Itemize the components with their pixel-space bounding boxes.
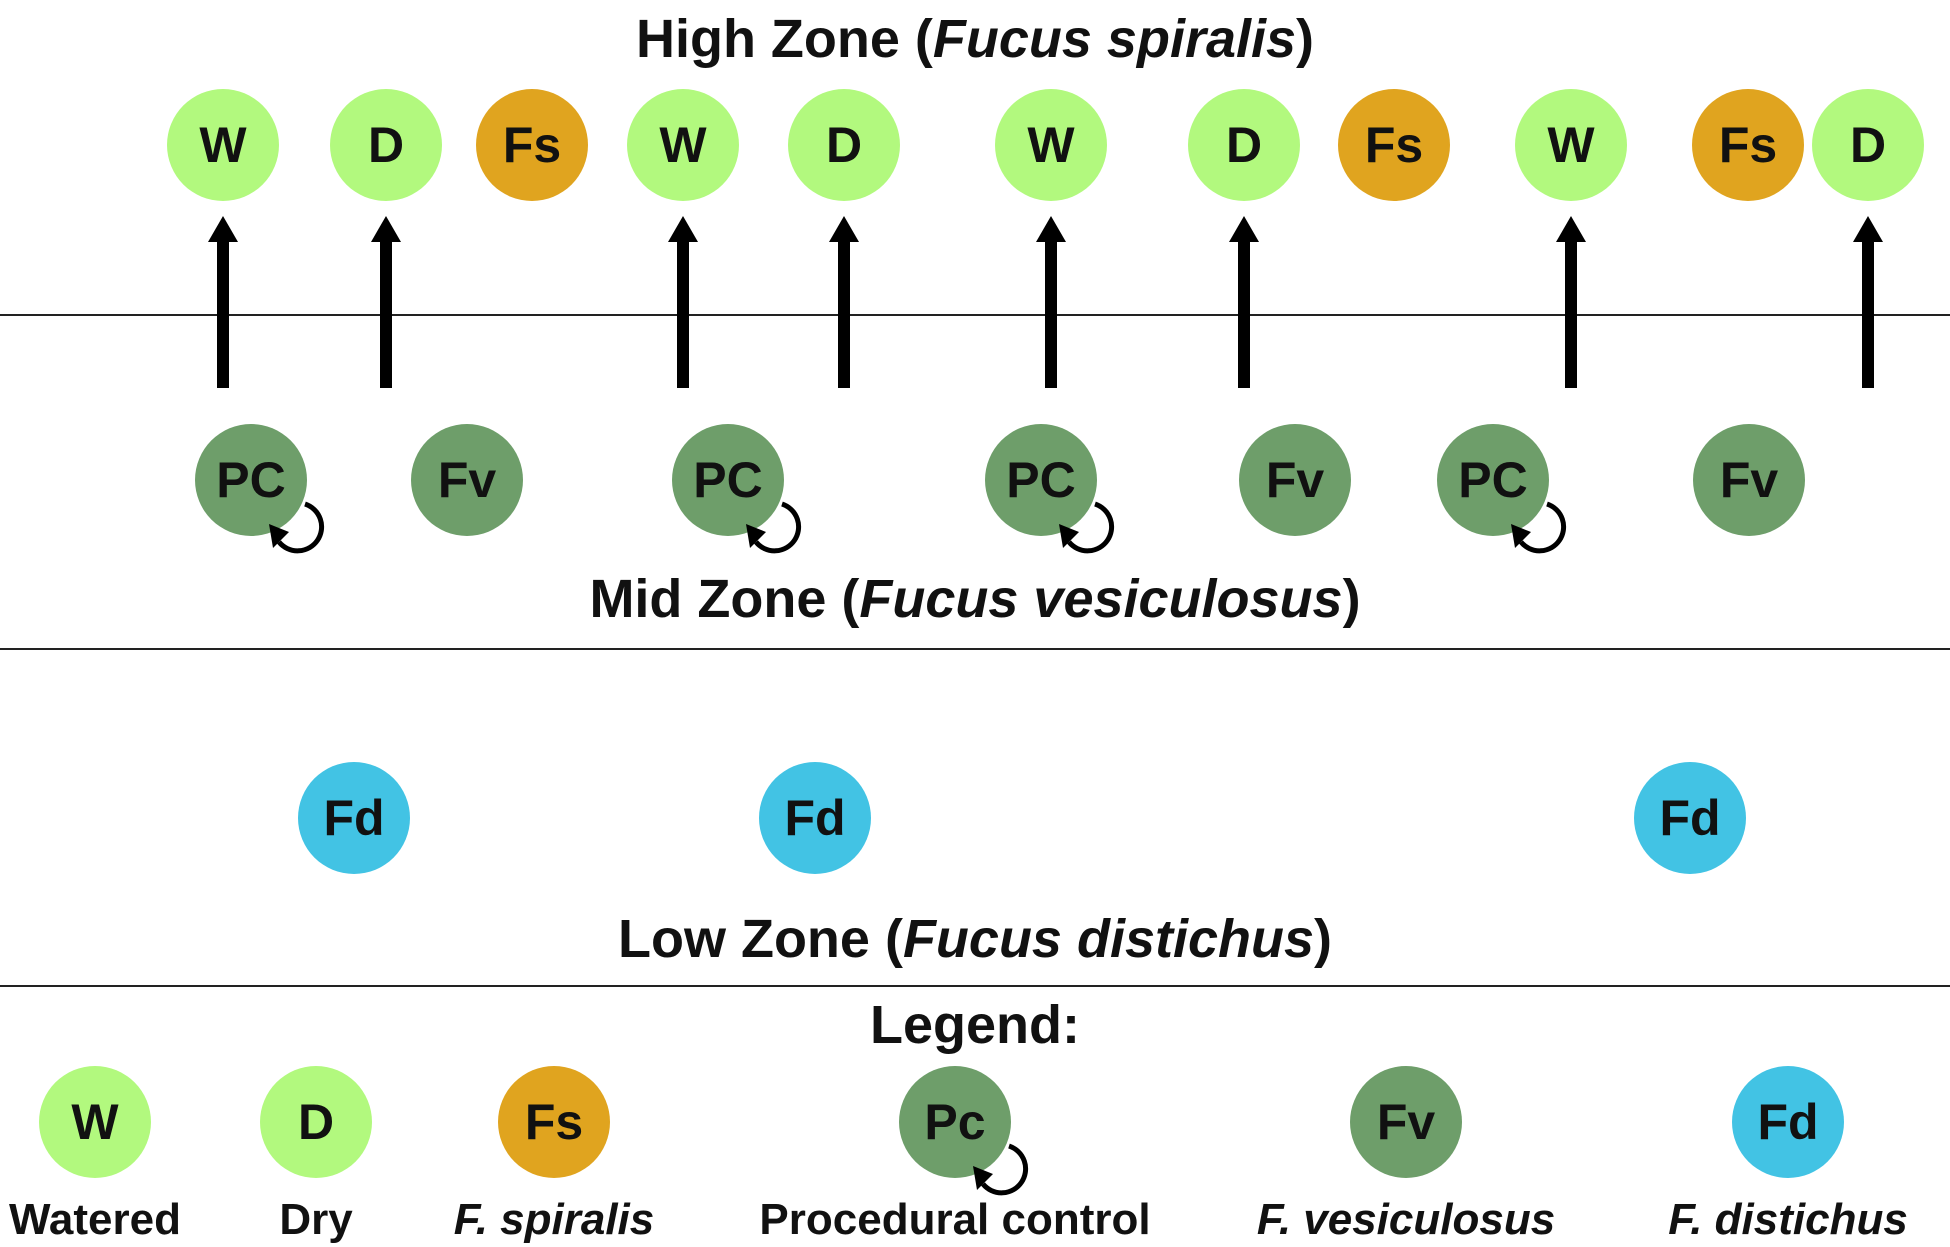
- high-zone-w-circle: W: [627, 89, 739, 201]
- legend-pc-circle: Pc: [899, 1066, 1011, 1178]
- mid-zone-fv-circle: Fv: [411, 424, 523, 536]
- high-zone-d-circle: D: [330, 89, 442, 201]
- low-zone-fd-circle: Fd: [1634, 762, 1746, 874]
- high-zone-fs-circle: Fs: [476, 89, 588, 201]
- legend-label: Watered: [9, 1195, 181, 1244]
- high-zone-fs-circle: Fs: [1338, 89, 1450, 201]
- transplant-arrow: [829, 216, 859, 388]
- legend-label: F. spiralis: [453, 1195, 655, 1244]
- legend-self-transplant-loop-icon: [973, 1143, 1029, 1196]
- legend-fd-circle: Fd: [1732, 1066, 1844, 1178]
- mid-zone-title: Mid Zone (Fucus vesiculosus): [589, 569, 1361, 629]
- high-zone-d-circle: D: [788, 89, 900, 201]
- high-zone-title: High Zone (Fucus spiralis): [635, 9, 1315, 69]
- high-zone-w-circle: W: [995, 89, 1107, 201]
- low-zone-fd-circle: Fd: [298, 762, 410, 874]
- transplant-arrow: [208, 216, 238, 388]
- self-transplant-loop-icon: [746, 501, 802, 554]
- high-zone-fs-circle: Fs: [1692, 89, 1804, 201]
- high-zone-d-circle: D: [1188, 89, 1300, 201]
- transplant-arrow: [668, 216, 698, 388]
- high-zone-w-circle: W: [1515, 89, 1627, 201]
- low-zone-fd-circle: Fd: [759, 762, 871, 874]
- legend-title: Legend:: [870, 995, 1080, 1055]
- legend-fs-circle: Fs: [498, 1066, 610, 1178]
- mid-zone-pc-circle: PC: [195, 424, 307, 536]
- transplant-arrow: [371, 216, 401, 388]
- legend-divider-line: [0, 985, 1950, 987]
- mid-zone-pc-circle: PC: [985, 424, 1097, 536]
- legend-fv-circle: Fv: [1350, 1066, 1462, 1178]
- high-zone-w-circle: W: [167, 89, 279, 201]
- legend-label: Dry: [279, 1195, 353, 1244]
- high-zone-d-circle: D: [1812, 89, 1924, 201]
- low-zone-title: Low Zone (Fucus distichus): [617, 909, 1332, 969]
- self-transplant-loop-icon: [1059, 501, 1115, 554]
- transplant-arrow: [1853, 216, 1883, 388]
- legend-label: F. distichus: [1668, 1195, 1908, 1244]
- transplant-arrow: [1036, 216, 1066, 388]
- mid-low-boundary-line: [0, 648, 1950, 650]
- self-transplant-loop-icon: [1511, 501, 1567, 554]
- transplant-arrow: [1229, 216, 1259, 388]
- transplant-arrow: [1556, 216, 1586, 388]
- legend-w-circle: W: [39, 1066, 151, 1178]
- mid-zone-pc-circle: PC: [672, 424, 784, 536]
- self-transplant-loop-icon: [269, 501, 325, 554]
- mid-zone-fv-circle: Fv: [1239, 424, 1351, 536]
- legend-label: F. vesiculosus: [1256, 1195, 1556, 1244]
- mid-zone-fv-circle: Fv: [1693, 424, 1805, 536]
- legend-d-circle: D: [260, 1066, 372, 1178]
- high-mid-boundary-line: [0, 314, 1950, 316]
- mid-zone-pc-circle: PC: [1437, 424, 1549, 536]
- legend-label: Procedural control: [759, 1195, 1151, 1244]
